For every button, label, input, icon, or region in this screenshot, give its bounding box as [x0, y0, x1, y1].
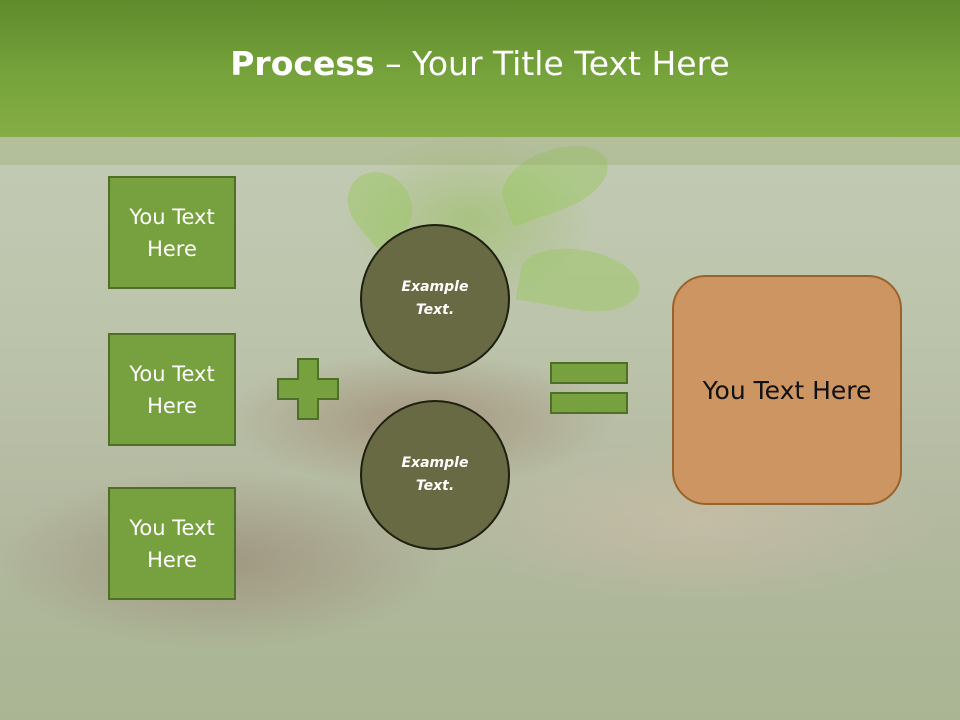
text-box-2[interactable]: You Text Here: [108, 333, 236, 446]
header-bar: Process – Your Title Text Here: [0, 0, 960, 137]
background-leaf: [515, 240, 645, 320]
circle-label: Example Text.: [401, 455, 469, 494]
title-bold: Process: [230, 44, 375, 83]
header-band: [0, 137, 960, 165]
text-box-3[interactable]: You Text Here: [108, 487, 236, 600]
slide-title[interactable]: Process – Your Title Text Here: [230, 44, 729, 83]
circle-label: Example Text.: [401, 279, 469, 318]
text-box-label: You Text Here: [129, 204, 215, 261]
equals-icon: [550, 362, 628, 414]
circle-2[interactable]: Example Text.: [360, 400, 510, 550]
circle-1[interactable]: Example Text.: [360, 224, 510, 374]
title-rest: – Your Title Text Here: [374, 44, 730, 83]
text-box-label: You Text Here: [129, 361, 215, 418]
text-box-1[interactable]: You Text Here: [108, 176, 236, 289]
text-box-label: You Text Here: [129, 515, 215, 572]
result-box[interactable]: You Text Here: [672, 275, 902, 505]
result-label: You Text Here: [702, 375, 872, 405]
plus-icon: [277, 358, 339, 420]
